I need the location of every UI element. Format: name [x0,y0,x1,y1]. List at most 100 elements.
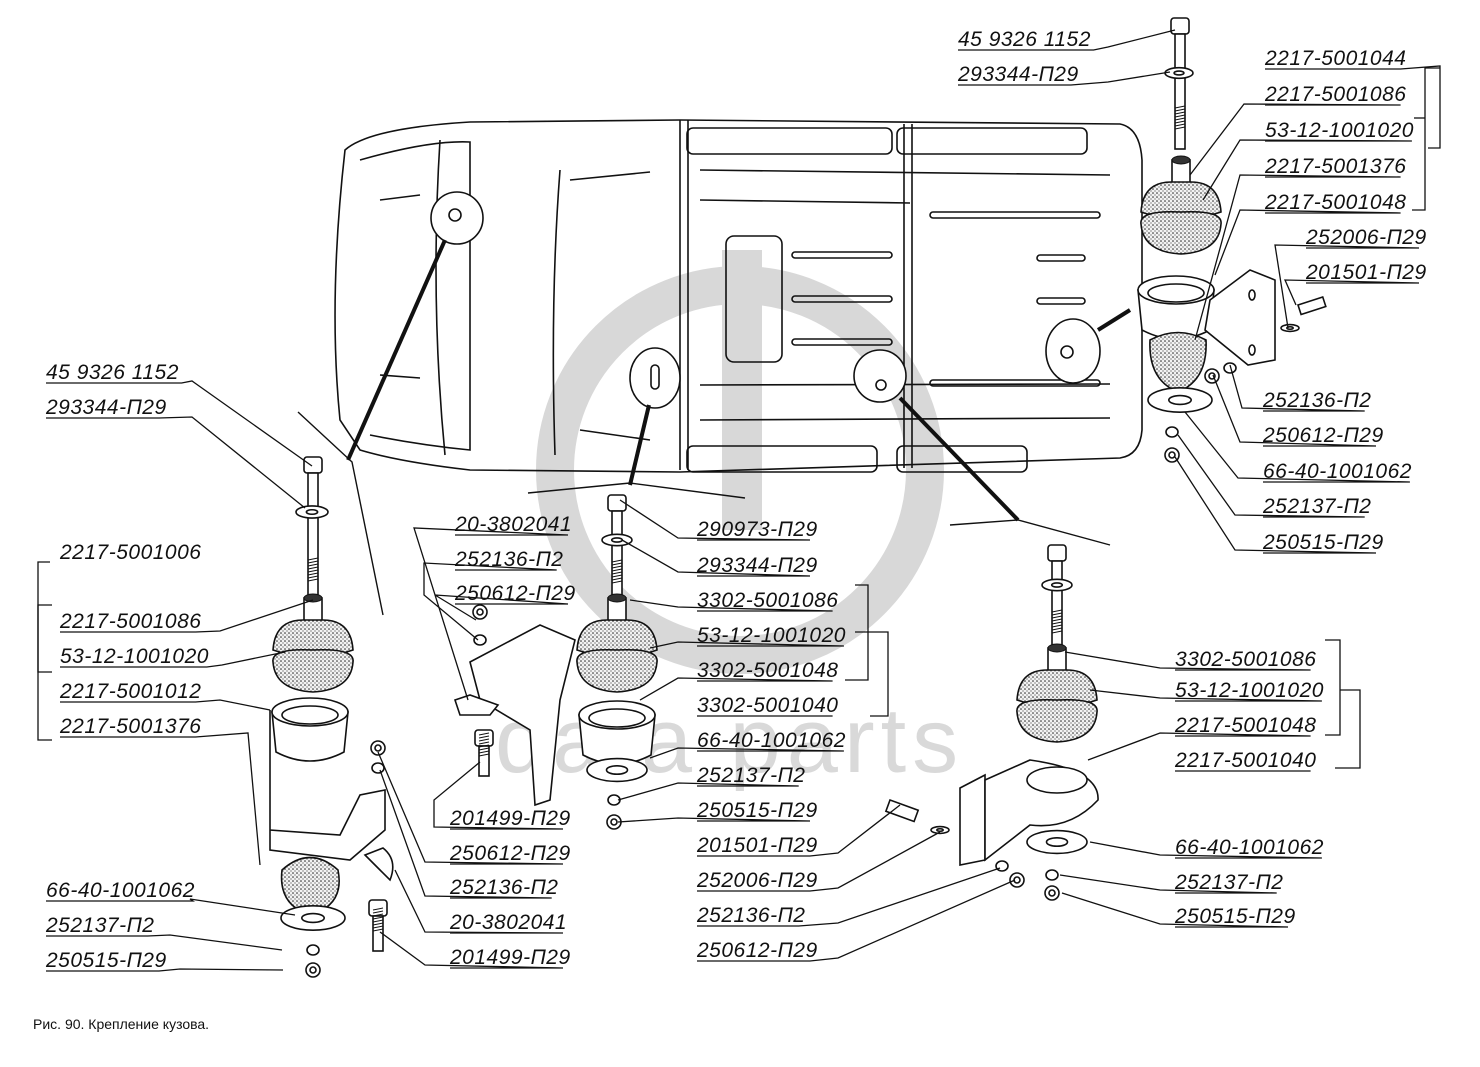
br-bolt2 [884,798,920,823]
part-label-tr-cushion: 53-12-1001020 [1265,119,1414,142]
part-label-br-plate: 66-40-1001062 [1175,836,1324,859]
l-clamp [363,847,394,882]
br-cushion-sleeve-top [1047,643,1067,653]
leader-line-l-bolt3 [433,761,564,830]
part-label-br-set: 2217-5001040 [1175,749,1317,772]
tr-bolt-thread [1174,120,1186,124]
part-label-tr-lock: 252136-П2 [1263,389,1372,412]
leader-line-c-cup [639,677,833,701]
leader-line-l-washer [46,416,306,509]
c-bolt-thread [611,577,623,581]
c-bolt3-shank [478,745,490,777]
leader-line-tr-cushion [1202,139,1412,201]
br-bolt-thread [1051,609,1063,613]
c-bolt-thread [611,574,623,578]
tr-bracket-hole [1248,344,1256,356]
br-lock [995,860,1009,872]
leader-line-br-washer2 [697,831,941,892]
leader-line-c-lock [423,562,557,641]
leader-line-br-cushion [1089,689,1322,702]
part-label-l-bolt: 45 9326 1152 [46,361,179,384]
leader-line-br-lock2 [1059,874,1277,894]
leader-line-l-clamp [394,869,564,934]
c-lock [473,634,487,646]
leader-line-l-cushion [60,651,286,668]
part-label-c-nut: 250612-П29 [455,582,576,605]
c-cup-inner [588,708,646,728]
part-label-tr-cup: 2217-5001048 [1265,191,1407,214]
watermark-text: data parts [495,690,964,792]
part-label-c-set: 3302-5001040 [697,694,839,717]
c-bolt-thread [611,565,623,569]
tr-washer-hole [1173,70,1185,76]
leader-lines [37,29,1441,972]
part-label-c-lock2: 252137-П2 [697,764,806,787]
part-label-c-sleeve: 3302-5001086 [697,589,839,612]
tr-bolt-thread [1174,111,1186,115]
part-label-l-bolt4: 201499-П29 [450,946,571,969]
part-label-c-cup: 3302-5001048 [697,659,839,682]
part-label-br-cup: 2217-5001048 [1175,714,1317,737]
leader-line-c-cushion [649,641,844,649]
leader-line-br-bolt2 [697,804,901,857]
part-label-c-nut2: 250515-П29 [697,799,818,822]
part-label-l-lock: 252136-П2 [450,876,559,899]
part-label-tr-plate: 66-40-1001062 [1263,460,1412,483]
part-label-br-cushion: 53-12-1001020 [1175,679,1324,702]
part-label-tr-bracket: 2217-5001376 [1265,155,1407,178]
br-lock2 [1045,869,1059,881]
leader-line-br-cup [1087,732,1311,761]
l-bolt4-thread [372,913,384,917]
leader-line-br-lock [697,867,1001,927]
tr-bolt-thread [1174,126,1186,130]
leader-line-l-plate [46,898,296,916]
part-label-br-lock2: 252137-П2 [1175,871,1284,894]
l-bolt-thread [307,572,319,576]
part-label-tr-sleeve: 2217-5001086 [1265,83,1407,106]
leader-line-l-sleeve [60,599,314,633]
br-bolt-shank [1051,560,1063,654]
leader-line-br-nut2 [1061,892,1289,928]
br-bolt-thread [1051,618,1063,622]
c-bolt3-thread [478,750,490,754]
tr-bolt2 [1296,295,1327,316]
part-label-c-clamp: 20-3802041 [455,513,573,536]
part-label-tr-set: 2217-5001044 [1265,47,1407,70]
leader-line-l-set [37,561,52,673]
c-bolt3-head [474,729,494,747]
leader-line-c-clamp [413,527,569,701]
l-bolt-shank [307,472,319,602]
leader-line-c-plate [649,747,844,759]
l-bolt-thread [307,578,319,582]
part-label-br-sleeve: 3302-5001086 [1175,648,1317,671]
leader-line-l-nut [377,751,564,865]
l-lock2 [306,944,320,956]
group-bracket-line [37,604,52,741]
part-label-br-nut2: 250515-П29 [1175,905,1296,928]
br-bolt-thread [1051,624,1063,628]
br-bolt-thread [1051,621,1063,625]
watermark-logo [536,250,944,674]
leader-line-c-bolt [619,499,811,541]
leader-line-l-cup [60,699,271,711]
leader-line-c-washer [621,539,811,577]
c-cushion-sleeve-top [607,593,627,603]
c-bolt-thread [611,571,623,575]
l-bolt-thread [307,563,319,567]
leader-line-c-sleeve [629,599,833,612]
part-label-tr-nut2: 250515-П29 [1263,531,1384,554]
leader-line-br-sleeve [1064,651,1311,671]
leader-line-l-bolt [46,380,313,467]
c-bolt3-thread [478,732,490,736]
c-bolt-thread [611,559,623,563]
part-label-c-cushion: 53-12-1001020 [697,624,846,647]
figure-caption: Рис. 90. Крепление кузова. [33,1016,210,1032]
part-label-l-nut: 250612-П29 [450,842,571,865]
c-bolt-thread [611,568,623,572]
c-bolt3-thread [478,741,490,745]
l-washer-hole [305,508,319,516]
group-bracket-line [1335,689,1361,769]
group-bracket-line [1412,67,1440,211]
br-bolt-thread [1051,627,1063,631]
